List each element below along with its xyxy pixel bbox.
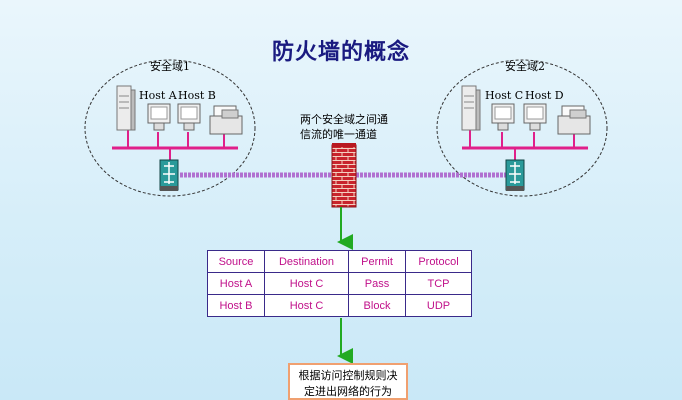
server-icon [461,85,481,131]
zone-2-label: 安全域2 [505,60,545,73]
table-row: Host B Host C Block UDP [207,294,472,317]
switch-icon [159,159,179,191]
network-bus-left [112,130,238,160]
cell-protocol: TCP [405,272,472,295]
network-bus-right [462,130,588,160]
diagram-title: 防火墙的概念 [271,40,410,65]
printer-icon [557,105,591,135]
switch-icon [505,159,525,191]
access-control-rules-table: Source Destination Permit Protocol Host … [207,250,472,317]
host-b-label: Host B [178,89,216,102]
decision-note-line-1: 根据访问控制规则决 [298,369,398,382]
host-a-label: Host A [139,89,177,102]
cell-permit: Block [348,294,406,317]
header-destination: Destination [264,250,349,273]
table-header-row: Source Destination Permit Protocol [207,250,472,273]
cell-destination: Host C [264,294,349,317]
header-permit: Permit [348,250,406,273]
header-protocol: Protocol [405,250,472,273]
cell-protocol: UDP [405,294,472,317]
header-source: Source [207,250,265,273]
security-zone-2-boundary [436,59,608,197]
cell-permit: Pass [348,272,406,295]
table-row: Host A Host C Pass TCP [207,272,472,295]
printer-icon [209,105,243,135]
host-a-monitor-icon [147,103,171,131]
server-icon [116,85,136,131]
host-d-monitor-icon [523,103,547,131]
cell-source: Host A [207,272,265,295]
cell-destination: Host C [264,272,349,295]
host-b-monitor-icon [177,103,201,131]
host-c-monitor-icon [491,103,515,131]
host-d-label: Host D [525,89,564,102]
firewall-icon [331,143,357,208]
security-zone-1-boundary [84,59,256,197]
cell-source: Host B [207,294,265,317]
firewall-note: 两个安全域之间通 信流的唯一通道 [300,112,388,142]
decision-note-box: 根据访问控制规则决 定进出网络的行为 [288,363,408,400]
firewall-note-line-1: 两个安全域之间通 [300,113,388,126]
decision-note-line-2: 定进出网络的行为 [304,385,392,398]
host-c-label: Host C [485,89,524,102]
firewall-note-line-2: 信流的唯一通道 [300,128,377,141]
zone-1-label: 安全域1 [150,60,190,73]
